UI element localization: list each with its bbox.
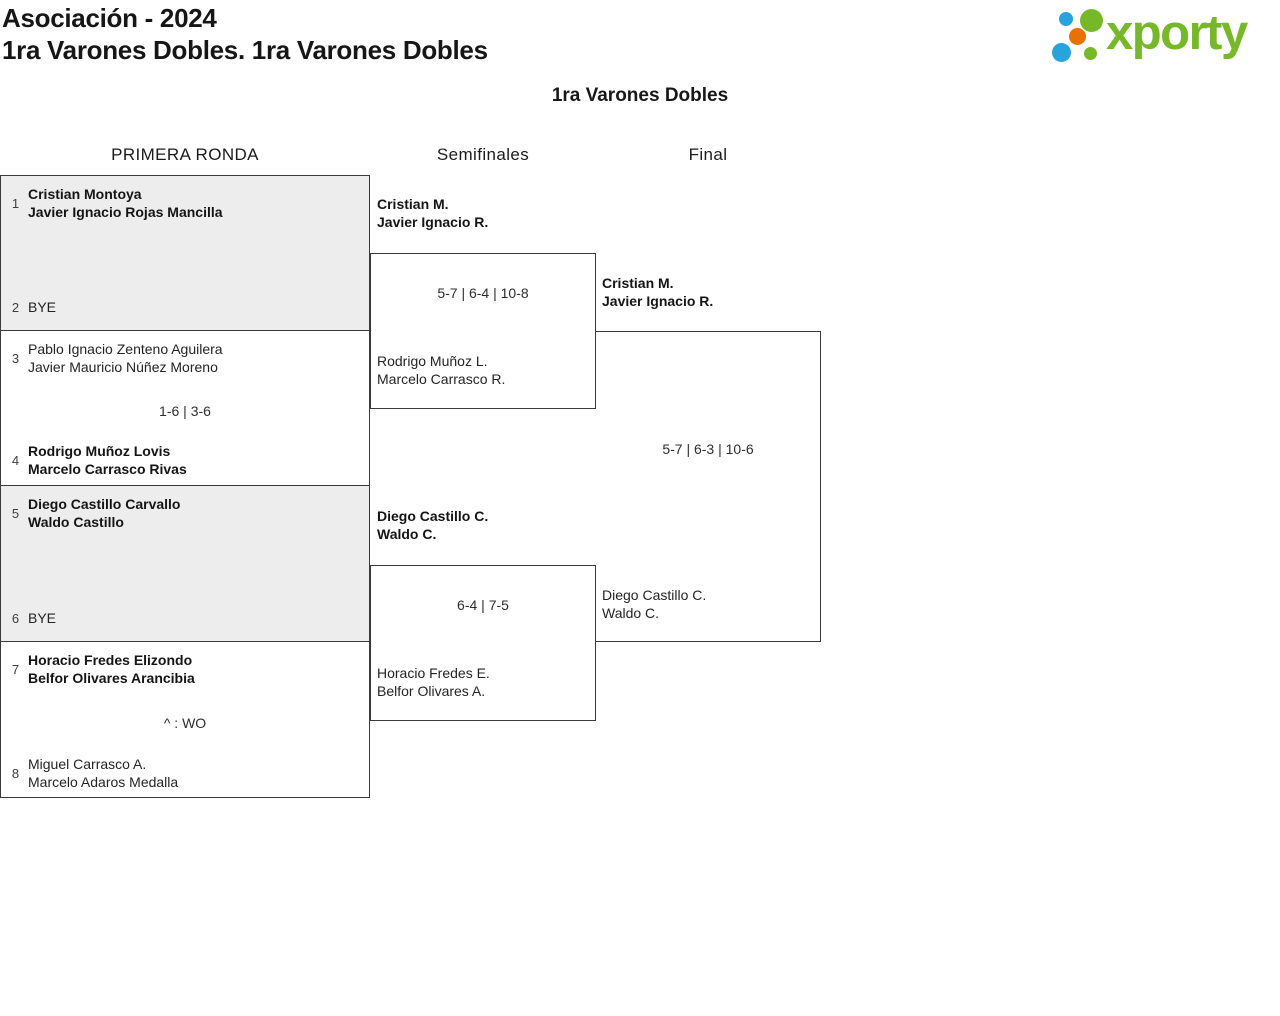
player-line-1: Diego Castillo C. bbox=[602, 587, 707, 603]
logo-circle-blue-small-icon bbox=[1059, 12, 1073, 26]
player-line-2: Belfor Olivares A. bbox=[377, 683, 486, 699]
player-line-2: Javier Ignacio Rojas Mancilla bbox=[28, 204, 223, 220]
player-line-1: Cristian M. bbox=[377, 196, 449, 212]
player-line-1: BYE bbox=[28, 299, 57, 315]
player-line-1: Rodrigo Muñoz Lovis bbox=[28, 443, 171, 459]
match-box-r1-m4[interactable]: 7 Horacio Fredes Elizondo Belfor Olivare… bbox=[0, 641, 370, 798]
entrant-seed-7: 7 Horacio Fredes Elizondo Belfor Olivare… bbox=[9, 651, 361, 687]
player-line-2: Marcelo Carrasco R. bbox=[377, 371, 506, 387]
logo-circle-green-big-icon bbox=[1080, 9, 1103, 32]
player-line-1: Horacio Fredes Elizondo bbox=[28, 652, 193, 668]
entrant-names: Diego Castillo Carvallo Waldo Castillo bbox=[28, 495, 180, 531]
page-title: Asociación - 2024 bbox=[2, 3, 217, 33]
player-line-1: Rodrigo Muñoz L. bbox=[377, 353, 488, 369]
entrant-seed-3: 3 Pablo Ignacio Zenteno Aguilera Javier … bbox=[9, 340, 361, 376]
entrant-seed-8: 8 Miguel Carrasco A. Marcelo Adaros Meda… bbox=[9, 755, 361, 791]
entrant-names: Pablo Ignacio Zenteno Aguilera Javier Ma… bbox=[28, 340, 223, 376]
final-bottom-team: Diego Castillo C. Waldo C. bbox=[602, 586, 706, 622]
seed-number: 2 bbox=[11, 299, 20, 315]
column-header-primera-ronda: PRIMERA RONDA bbox=[111, 145, 259, 164]
seed-number: 8 bbox=[11, 765, 20, 781]
match-box-final[interactable] bbox=[595, 331, 821, 642]
player-line-1: Cristian M. bbox=[602, 275, 674, 291]
final-top-team: Cristian M. Javier Ignacio R. bbox=[602, 274, 713, 310]
entrant-names: Cristian Montoya Javier Ignacio Rojas Ma… bbox=[28, 185, 223, 221]
player-line-1: Horacio Fredes E. bbox=[377, 665, 490, 681]
entrant-names: Horacio Fredes Elizondo Belfor Olivares … bbox=[28, 651, 195, 687]
player-line-2: Waldo C. bbox=[602, 605, 660, 621]
logo-circle-blue-big-icon bbox=[1052, 43, 1071, 62]
seed-number: 6 bbox=[11, 610, 20, 626]
xporty-logo-icon bbox=[1045, 4, 1107, 68]
entrant-seed-1: 1 Cristian Montoya Javier Ignacio Rojas … bbox=[9, 185, 361, 221]
player-line-1: Pablo Ignacio Zenteno Aguilera bbox=[28, 341, 223, 357]
final-score: 5-7 | 6-3 | 10-6 bbox=[662, 441, 754, 457]
player-line-2: Belfor Olivares Arancibia bbox=[28, 670, 195, 686]
player-line-2: Javier Ignacio R. bbox=[377, 214, 489, 230]
entrant-names: BYE bbox=[28, 298, 56, 316]
sf2-bottom-team: Horacio Fredes E. Belfor Olivares A. bbox=[377, 664, 490, 700]
player-line-1: BYE bbox=[28, 610, 57, 626]
logo-circle-green-small-icon bbox=[1084, 47, 1097, 60]
entrant-seed-2: 2 BYE bbox=[9, 298, 361, 316]
entrant-seed-4: 4 Rodrigo Muñoz Lovis Marcelo Carrasco R… bbox=[9, 442, 361, 478]
player-line-2: Marcelo Adaros Medalla bbox=[28, 774, 179, 790]
entrant-names: Miguel Carrasco A. Marcelo Adaros Medall… bbox=[28, 755, 178, 791]
column-header-final: Final bbox=[688, 145, 728, 164]
match-box-r1-m2[interactable]: 3 Pablo Ignacio Zenteno Aguilera Javier … bbox=[0, 330, 370, 486]
sf1-top-team: Cristian M. Javier Ignacio R. bbox=[377, 195, 488, 231]
match-box-sf2[interactable] bbox=[370, 565, 596, 721]
player-line-2: Marcelo Carrasco Rivas bbox=[28, 461, 187, 477]
player-line-2: Javier Mauricio Núñez Moreno bbox=[28, 359, 218, 375]
player-line-2: Waldo C. bbox=[377, 526, 437, 542]
entrant-seed-6: 6 BYE bbox=[9, 609, 361, 627]
logo-circle-orange-icon bbox=[1069, 28, 1086, 45]
seed-number: 4 bbox=[11, 452, 20, 468]
xporty-logo-text: xporty bbox=[1106, 6, 1248, 60]
sf2-score: 6-4 | 7-5 bbox=[457, 597, 509, 613]
match-score: 1-6 | 3-6 bbox=[159, 403, 211, 419]
seed-number: 7 bbox=[11, 661, 20, 677]
sf1-bottom-team: Rodrigo Muñoz L. Marcelo Carrasco R. bbox=[377, 352, 505, 388]
entrant-seed-5: 5 Diego Castillo Carvallo Waldo Castillo bbox=[9, 495, 361, 531]
match-box-r1-m3[interactable]: 5 Diego Castillo Carvallo Waldo Castillo… bbox=[0, 485, 370, 642]
seed-number: 1 bbox=[11, 195, 20, 211]
xporty-logo[interactable]: xporty bbox=[1045, 4, 1273, 70]
player-line-1: Miguel Carrasco A. bbox=[28, 756, 147, 772]
entrant-names: Rodrigo Muñoz Lovis Marcelo Carrasco Riv… bbox=[28, 442, 187, 478]
seed-number: 3 bbox=[11, 350, 20, 366]
sf2-top-team: Diego Castillo C. Waldo C. bbox=[377, 507, 488, 543]
bracket-title: 1ra Varones Dobles bbox=[551, 85, 729, 106]
player-line-2: Javier Ignacio R. bbox=[602, 293, 714, 309]
match-score: ^ : WO bbox=[163, 715, 207, 731]
match-box-r1-m1[interactable]: 1 Cristian Montoya Javier Ignacio Rojas … bbox=[0, 175, 370, 331]
page-subtitle: 1ra Varones Dobles. 1ra Varones Dobles bbox=[2, 35, 488, 65]
player-line-2: Waldo Castillo bbox=[28, 514, 124, 530]
column-header-semifinales: Semifinales bbox=[436, 145, 530, 164]
player-line-1: Diego Castillo C. bbox=[377, 508, 489, 524]
entrant-names: BYE bbox=[28, 609, 56, 627]
sf1-score: 5-7 | 6-4 | 10-8 bbox=[437, 285, 529, 301]
seed-number: 5 bbox=[11, 505, 20, 521]
player-line-1: Cristian Montoya bbox=[28, 186, 142, 202]
player-line-1: Diego Castillo Carvallo bbox=[28, 496, 181, 512]
